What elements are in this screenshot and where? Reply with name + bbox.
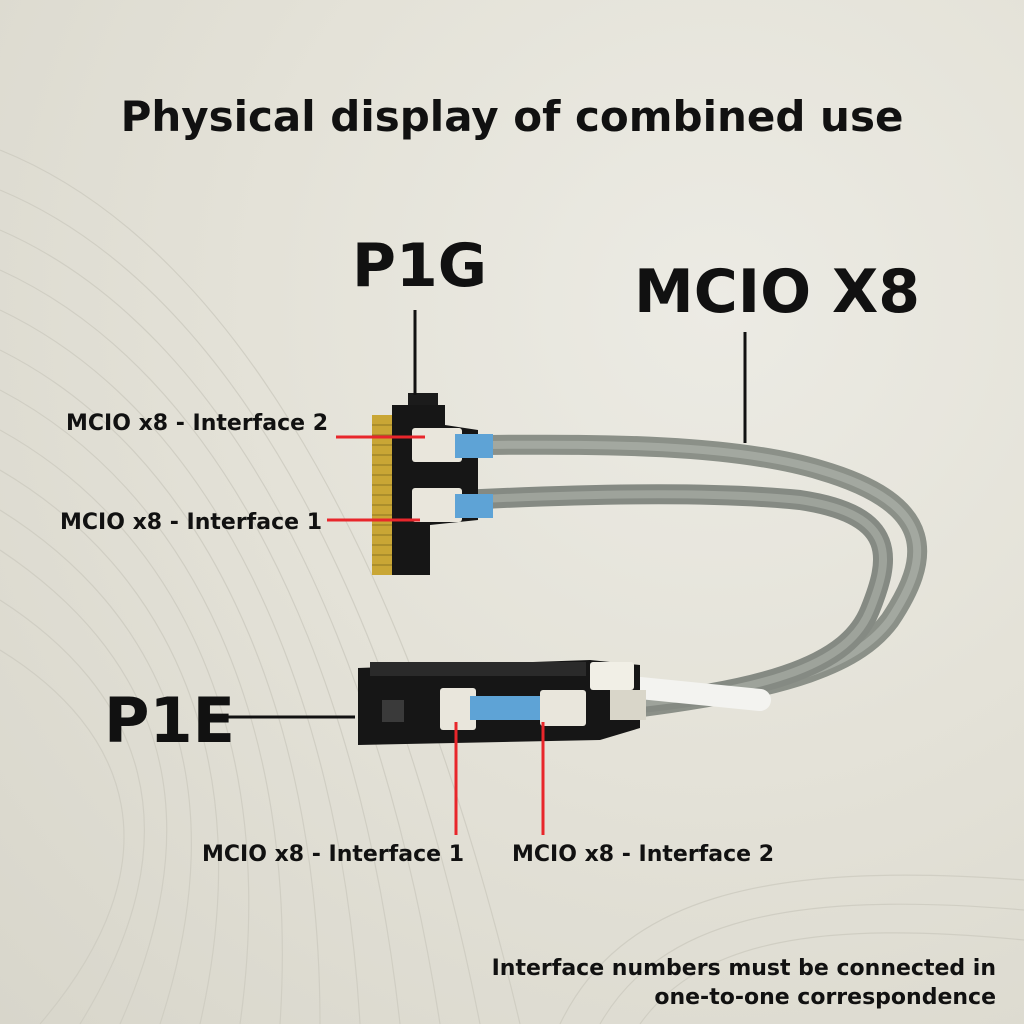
note-line-1: Interface numbers must be connected in xyxy=(491,956,996,981)
connection-note: Interface numbers must be connected in o… xyxy=(492,954,996,1012)
p1g-connector-1 xyxy=(412,488,462,522)
p1g-interface-1-label: MCIO x8 - Interface 1 xyxy=(60,510,323,535)
page-title: Physical display of combined use xyxy=(120,92,904,141)
p1e-label: P1E xyxy=(104,684,235,757)
mcio-cables xyxy=(452,434,928,722)
p1e-pcie-slot xyxy=(370,662,586,676)
note-line-2: one-to-one correspondence xyxy=(654,985,996,1010)
p1g-connector-2 xyxy=(412,428,462,462)
p1e-connector-2 xyxy=(540,690,586,726)
cable-white-section xyxy=(629,677,771,711)
p1e-connector-1 xyxy=(440,688,476,730)
p1e-chip xyxy=(382,700,404,722)
mcio-x8-label: MCIO X8 xyxy=(634,257,920,327)
p1e-interface-2-label: MCIO x8 - Interface 2 xyxy=(512,842,775,867)
p1g-card xyxy=(372,393,493,575)
p1e-interface-1-label: MCIO x8 - Interface 1 xyxy=(202,842,465,867)
p1e-card xyxy=(358,660,646,745)
p1g-label: P1G xyxy=(352,231,487,301)
p1g-interface-2-label: MCIO x8 - Interface 2 xyxy=(66,411,329,436)
callout-lines xyxy=(228,310,747,835)
p1e-power-connector xyxy=(590,662,634,690)
